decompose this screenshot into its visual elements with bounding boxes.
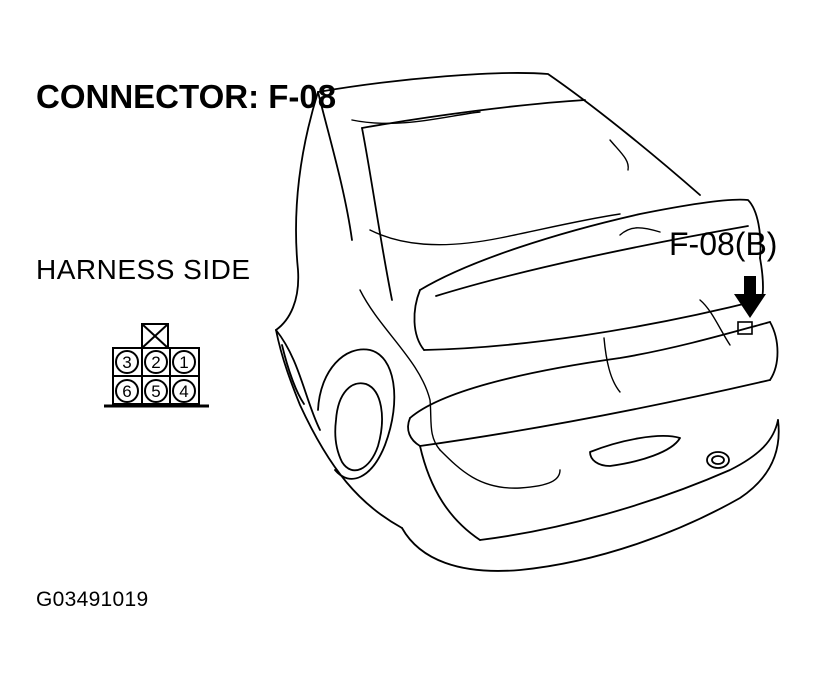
- connector-lock-tab: [141, 323, 169, 349]
- connector-callout-label: F-08(B): [669, 226, 778, 262]
- pin-label: 5: [151, 382, 160, 401]
- pin-label: 2: [151, 353, 160, 372]
- harness-side-label: HARNESS SIDE: [36, 254, 251, 285]
- connector-body: [112, 347, 200, 405]
- pin-label: 1: [179, 353, 188, 372]
- connector-location-arrow: [734, 276, 766, 335]
- diagram-title: CONNECTOR: F-08: [36, 78, 337, 115]
- pin-label: 3: [122, 353, 131, 372]
- figure-id: G03491019: [36, 588, 149, 611]
- pin-label: 6: [122, 382, 131, 401]
- pin-label: 4: [179, 382, 188, 401]
